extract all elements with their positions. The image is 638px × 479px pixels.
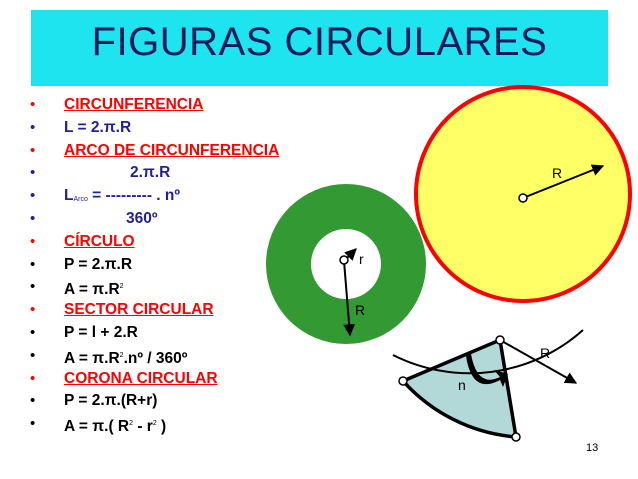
sector-edge-left: [402, 338, 501, 383]
sector-edge-right: [498, 339, 518, 438]
bullet-item: • CÍRCULO: [30, 231, 330, 254]
sector-left-endpoint-dot: [398, 376, 408, 386]
bullet-item: • LArco = --------- . nº: [30, 185, 330, 208]
bullet-item: • ARCO DE CIRCUNFERENCIA: [30, 140, 330, 163]
ring-outer-label: R: [355, 302, 365, 318]
bullet-dot: •: [30, 96, 36, 113]
bullet-item: • A = π.R2: [30, 276, 330, 299]
sector-radius-label: R: [540, 345, 550, 361]
ring-shape: [266, 184, 426, 344]
bullet-dot: •: [30, 278, 36, 296]
bullet-dot: •: [30, 141, 36, 159]
formula-ring-perimeter: P = 2.π.(R+r): [64, 392, 158, 410]
formula-circle-area: A = π.R2: [64, 281, 124, 299]
formula-arc-length: LArco = --------- . nº: [64, 187, 181, 205]
page-number: 13: [586, 442, 599, 454]
formula-sector-area: A = π.R2.nº / 360º: [64, 349, 188, 367]
bullet-dot: •: [30, 415, 36, 433]
sector-angle-arrow-icon: [466, 354, 508, 387]
sector-angle-label: n: [458, 377, 466, 393]
title-bar: FIGURAS CIRCULARES: [31, 10, 608, 86]
bullet-dot: •: [30, 369, 36, 387]
bullet-item: • A = π.( R2 - r2 ): [30, 413, 330, 436]
heading-circulo: CÍRCULO: [64, 232, 135, 250]
sector-figure: R n: [392, 329, 584, 442]
bullet-item: • P = 2.π.R: [30, 254, 330, 277]
bullet-item: • CIRCUNFERENCIA: [30, 94, 330, 117]
bullet-item: • P = l + 2.R: [30, 322, 330, 345]
ring-inner-label: r: [359, 251, 364, 267]
formula-ring-area: A = π.( R2 - r2 ): [64, 418, 167, 436]
formula-sector-perimeter: P = l + 2.R: [64, 323, 138, 341]
bullet-dot: •: [30, 209, 36, 227]
bullet-item: • A = π.R2.nº / 360º: [30, 345, 330, 368]
bullet-dot: •: [30, 346, 36, 364]
sector-center-dot: [495, 335, 505, 345]
bullet-dot: •: [30, 187, 36, 205]
bullet-item: • SECTOR CIRCULAR: [30, 299, 330, 322]
formula-arc-denominator: 360º: [126, 209, 158, 227]
bullet-item: • P = 2.π.(R+r): [30, 390, 330, 413]
slide-title: FIGURAS CIRCULARES: [91, 20, 548, 64]
sector-shape: [403, 340, 516, 437]
ring-outer-radius-arrow: [343, 260, 356, 337]
bullet-dot: •: [30, 164, 36, 182]
heading-circunferencia: CIRCUNFERENCIA: [64, 96, 204, 113]
bullet-dot: •: [30, 392, 36, 410]
bullet-item: • CORONA CIRCULAR: [30, 368, 330, 391]
bullet-item: • 360º: [30, 208, 330, 231]
bullet-item: • L = 2.π.R: [30, 117, 330, 140]
sector-right-endpoint-dot: [511, 432, 521, 442]
formula-arc-numerator: 2.π.R: [130, 164, 171, 182]
ring-figure: r R: [266, 184, 426, 344]
circle-figure: R: [414, 85, 632, 303]
heading-sector: SECTOR CIRCULAR: [64, 301, 214, 319]
heading-corona: CORONA CIRCULAR: [64, 369, 218, 387]
circle-radius-label: R: [552, 165, 562, 181]
formula-circle-perimeter: P = 2.π.R: [64, 255, 133, 273]
sector-arc: [401, 379, 517, 439]
formula-length: L = 2.π.R: [64, 118, 132, 136]
bullet-list: • CIRCUNFERENCIA • L = 2.π.R • ARCO DE C…: [30, 94, 330, 436]
bullet-dot: •: [30, 232, 36, 250]
heading-arco: ARCO DE CIRCUNFERENCIA: [64, 141, 280, 159]
ring-center-dot: [339, 255, 349, 265]
sector-reference-arc: [392, 329, 584, 375]
bullet-dot: •: [30, 118, 36, 136]
bullet-dot: •: [30, 255, 36, 273]
circle-radius-arrow: [522, 164, 605, 199]
bullet-dot: •: [30, 323, 36, 341]
bullet-item: • 2.π.R: [30, 162, 330, 185]
circle-center-dot: [518, 193, 528, 203]
sector-radius-arrow: [499, 339, 578, 384]
bullet-dot: •: [30, 301, 36, 319]
